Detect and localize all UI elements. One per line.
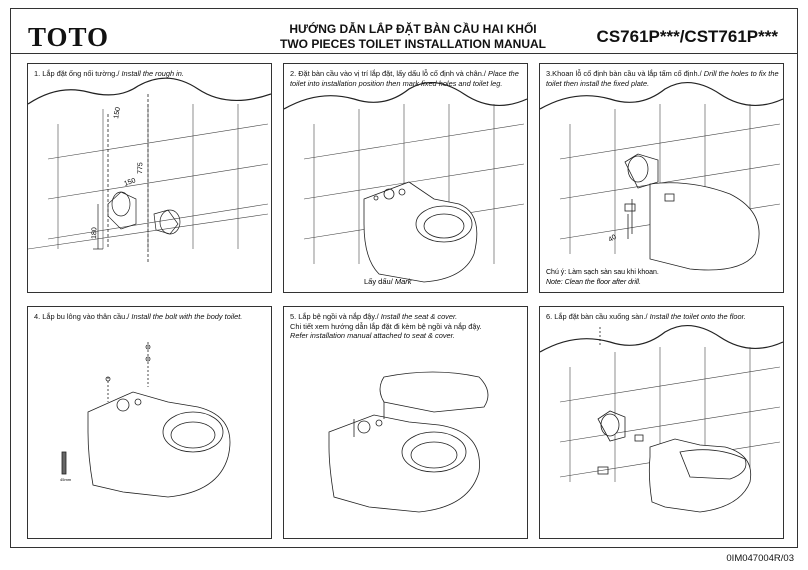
dim-150-side: 150 (123, 177, 136, 188)
step-1-drawing: 150 775 150 180 (28, 77, 271, 264)
mark-label-en: Mark (395, 277, 413, 286)
step-6-panel: 6. Lắp đặt bàn cầu xuống sàn./ Install t… (539, 306, 784, 539)
step-2-caption: 2. Đặt bàn cầu vào vị trí lắp đặt, lấy d… (290, 69, 523, 88)
step-3-caption: 3.Khoan lỗ cố định bàn cầu và lắp tấm cố… (546, 69, 779, 88)
step-5-caption: 5. Lắp bệ ngồi và nắp đậy./ Install the … (290, 312, 523, 341)
step-3-note-en: Note: Clean the floor after drill. (546, 279, 641, 286)
step-4-drawing: 45mm (60, 342, 231, 498)
step-6-drawing (540, 325, 783, 513)
model-number: CS761P***/CST761P*** (596, 27, 778, 46)
title-vietnamese: HƯỚNG DẪN LẮP ĐẶT BÀN CẦU HAI KHỐI (289, 22, 537, 36)
dim-180: 180 (91, 227, 98, 239)
step-3-panel: 40 Chú ý: Làm sạch sàn sau khi khoan. No… (539, 63, 784, 293)
step-1-panel: 150 775 150 180 1. Lắp đặt ống nối tường… (27, 63, 272, 293)
step-4-panel: 45mm 4. Lắp bu lông vào thân cầu./ Insta… (27, 306, 272, 539)
dim-150-top: 150 (113, 107, 122, 120)
step-5-subcaption-en: Refer installation manual attached to se… (290, 331, 455, 340)
step-2-caption-vn: 2. Đặt bàn cầu vào vị trí lắp đặt, lấy d… (290, 69, 486, 78)
step-5-caption-en: Install the seat & cover. (380, 312, 458, 321)
step-3-caption-en: Drill the holes to fix the toilet then i… (546, 69, 779, 88)
bolt-45mm-label: 45mm (60, 477, 72, 482)
page-frame (10, 8, 798, 548)
step-4-caption-vn: 4. Lắp bu lông vào thân cầu./ (34, 312, 130, 321)
step-3-drawing: 40 Chú ý: Làm sạch sàn sau khi khoan. No… (540, 82, 783, 286)
step-1-caption-en: Install the rough in. (121, 69, 184, 78)
step-1-caption-vn: 1. Lắp đặt ống nối tường./ (34, 69, 120, 78)
step-5-drawing (328, 371, 489, 513)
step-3-caption-vn: 3.Khoan lỗ cố định bàn cầu và lắp tấm cố… (546, 69, 702, 78)
header: TOTO HƯỚNG DẪN LẮP ĐẶT BÀN CẦU HAI KHỐI … (10, 8, 798, 54)
step-2-caption-en: Place the toilet into installation posit… (290, 69, 519, 88)
step-4-caption-en: Install the bolt with the body toilet. (131, 312, 243, 321)
svg-text:Lấy dấu/ Mark: Lấy dấu/ Mark (364, 277, 413, 286)
step-4-caption: 4. Lắp bu lông vào thân cầu./ Install th… (34, 312, 267, 322)
step-6-caption-en: Install the toilet onto the floor. (649, 312, 746, 321)
step-6-caption: 6. Lắp đặt bàn cầu xuống sàn./ Install t… (546, 312, 779, 322)
dim-775: 775 (137, 162, 144, 174)
step-6-caption-vn: 6. Lắp đặt bàn cầu xuống sàn./ (546, 312, 648, 321)
step-5-subcaption-vn: Chi tiết xem hướng dẫn lắp đặt đi kèm bệ… (290, 321, 482, 331)
step-5-caption-vn: 5. Lắp bệ ngồi và nắp đậy./ (290, 312, 379, 321)
toto-logo: TOTO (28, 22, 110, 52)
step-5-panel: 5. Lắp bệ ngồi và nắp đậy./ Install the … (283, 306, 528, 539)
mark-label-vn: Lấy dấu/ (364, 277, 394, 286)
step-2-drawing: Lấy dấu/ Mark (284, 82, 527, 286)
step-2-panel: Lấy dấu/ Mark 2. Đặt bàn cầu vào vị trí … (283, 63, 528, 293)
title-english: TWO PIECES TOILET INSTALLATION MANUAL (280, 37, 546, 51)
document-code: 0IM047004R/03 (726, 553, 794, 564)
step-3-note-vn: Chú ý: Làm sạch sàn sau khi khoan. (546, 269, 659, 276)
step-1-caption: 1. Lắp đặt ống nối tường./ Install the r… (34, 69, 267, 79)
dim-40: 40 (608, 234, 618, 244)
